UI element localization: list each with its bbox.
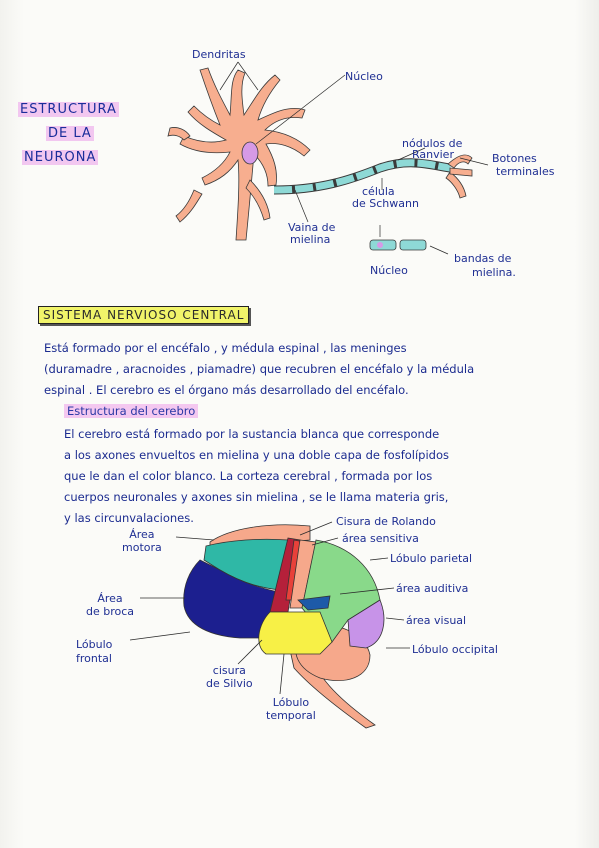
label-line: Área — [97, 592, 123, 605]
label-area-visual: área visual — [406, 614, 467, 627]
nucleus-icon — [241, 141, 259, 165]
text-line: cuerpos neuronales y axones sin mielina … — [64, 490, 449, 504]
myelin-sheath — [273, 159, 451, 194]
label-line: cisura — [212, 664, 246, 677]
text-line: espinal . El cerebro es el órgano más de… — [44, 383, 409, 397]
label-line: motora — [122, 541, 162, 554]
schwann-cell — [399, 239, 427, 251]
label-area-sensitiva: área sensitiva — [342, 532, 419, 545]
label-line: frontal — [76, 652, 112, 665]
label-botones-terminales: Botones terminales — [492, 152, 554, 178]
title-line: ESTRUCTURA — [18, 102, 119, 117]
label-lobulo-temporal: Lóbulo temporal — [266, 696, 316, 722]
section-title-snc: SISTEMA NERVIOSO CENTRAL — [38, 306, 250, 324]
title-line: DE LA — [46, 126, 94, 141]
frontal-lobe — [183, 559, 279, 639]
label-line: Área — [129, 528, 155, 541]
paragraph-snc: Está formado por el encéfalo , y médula … — [44, 338, 564, 401]
label-line: de Silvio — [206, 677, 253, 690]
label-nucleo-2: Núcleo — [370, 264, 408, 277]
auditory-area — [297, 595, 331, 611]
label-line: terminales — [496, 165, 555, 178]
text-line: a los axones envueltos en mielina y una … — [64, 448, 449, 462]
label-area-motora: Área motora — [122, 528, 162, 554]
label-line: Botones — [492, 152, 537, 165]
label-cisura-silvio: cisura de Silvio — [206, 664, 253, 690]
label-area-broca: Área de broca — [86, 592, 134, 618]
text-line: Está formado por el encéfalo , y médula … — [44, 341, 407, 355]
label-line: Ranvier — [412, 148, 454, 161]
label-lobulo-occipital: Lóbulo occipital — [412, 643, 498, 656]
neuron-diagram — [167, 61, 489, 255]
title-line: NEURONA — [22, 150, 99, 165]
label-line: mielina. — [472, 266, 516, 279]
nucleus-dot — [377, 242, 383, 248]
label-lobulo-parietal: Lóbulo parietal — [390, 552, 473, 565]
brain-diagram — [183, 524, 385, 729]
label-line: temporal — [266, 709, 316, 722]
subtitle-brain-structure: Estructura del cerebro — [64, 404, 199, 418]
label-line: Lóbulo — [272, 696, 310, 709]
label-line: Vaina de — [288, 221, 336, 234]
occipital-lobe — [347, 599, 385, 649]
label-cisura-rolando: Cisura de Rolando — [336, 515, 436, 528]
brain-regions — [183, 524, 385, 729]
label-dendritas: Dendritas — [192, 48, 246, 61]
label-line: célula — [362, 185, 395, 198]
text-line: y las circunvalaciones. — [64, 511, 194, 525]
label-celula-schwann: célula de Schwann — [352, 186, 419, 210]
label-nucleo: Núcleo — [345, 70, 383, 83]
label-lobulo-frontal: Lóbulo frontal — [76, 638, 112, 666]
text-line: que le dan el color blanco. La corteza c… — [64, 469, 433, 483]
pointer-lines — [219, 61, 489, 255]
text-line: El cerebro está formado por la sustancia… — [64, 427, 440, 441]
label-area-auditiva: área auditiva — [396, 582, 469, 595]
label-line: de broca — [86, 605, 135, 618]
label-nodulos-ranvier: nódulos de Ranvier — [402, 138, 462, 160]
label-bandas-mielina: bandas de mielina. — [454, 252, 516, 280]
label-line: mielina — [290, 233, 331, 246]
neuron-section-title: ESTRUCTURA DE LA NEURONA — [18, 98, 119, 170]
paragraph-brain: El cerebro está formado por la sustancia… — [64, 424, 574, 529]
text-line: (duramadre , aracnoides , piamadre) que … — [44, 362, 475, 376]
label-line: de Schwann — [352, 197, 419, 210]
label-line: Lóbulo — [76, 638, 113, 651]
label-vaina-mielina: Vaina de mielina — [288, 222, 335, 246]
axon-terminal — [445, 154, 473, 199]
label-line: nódulos de — [402, 137, 463, 150]
temporal-lobe — [258, 611, 333, 655]
label-line: bandas de — [454, 252, 512, 265]
